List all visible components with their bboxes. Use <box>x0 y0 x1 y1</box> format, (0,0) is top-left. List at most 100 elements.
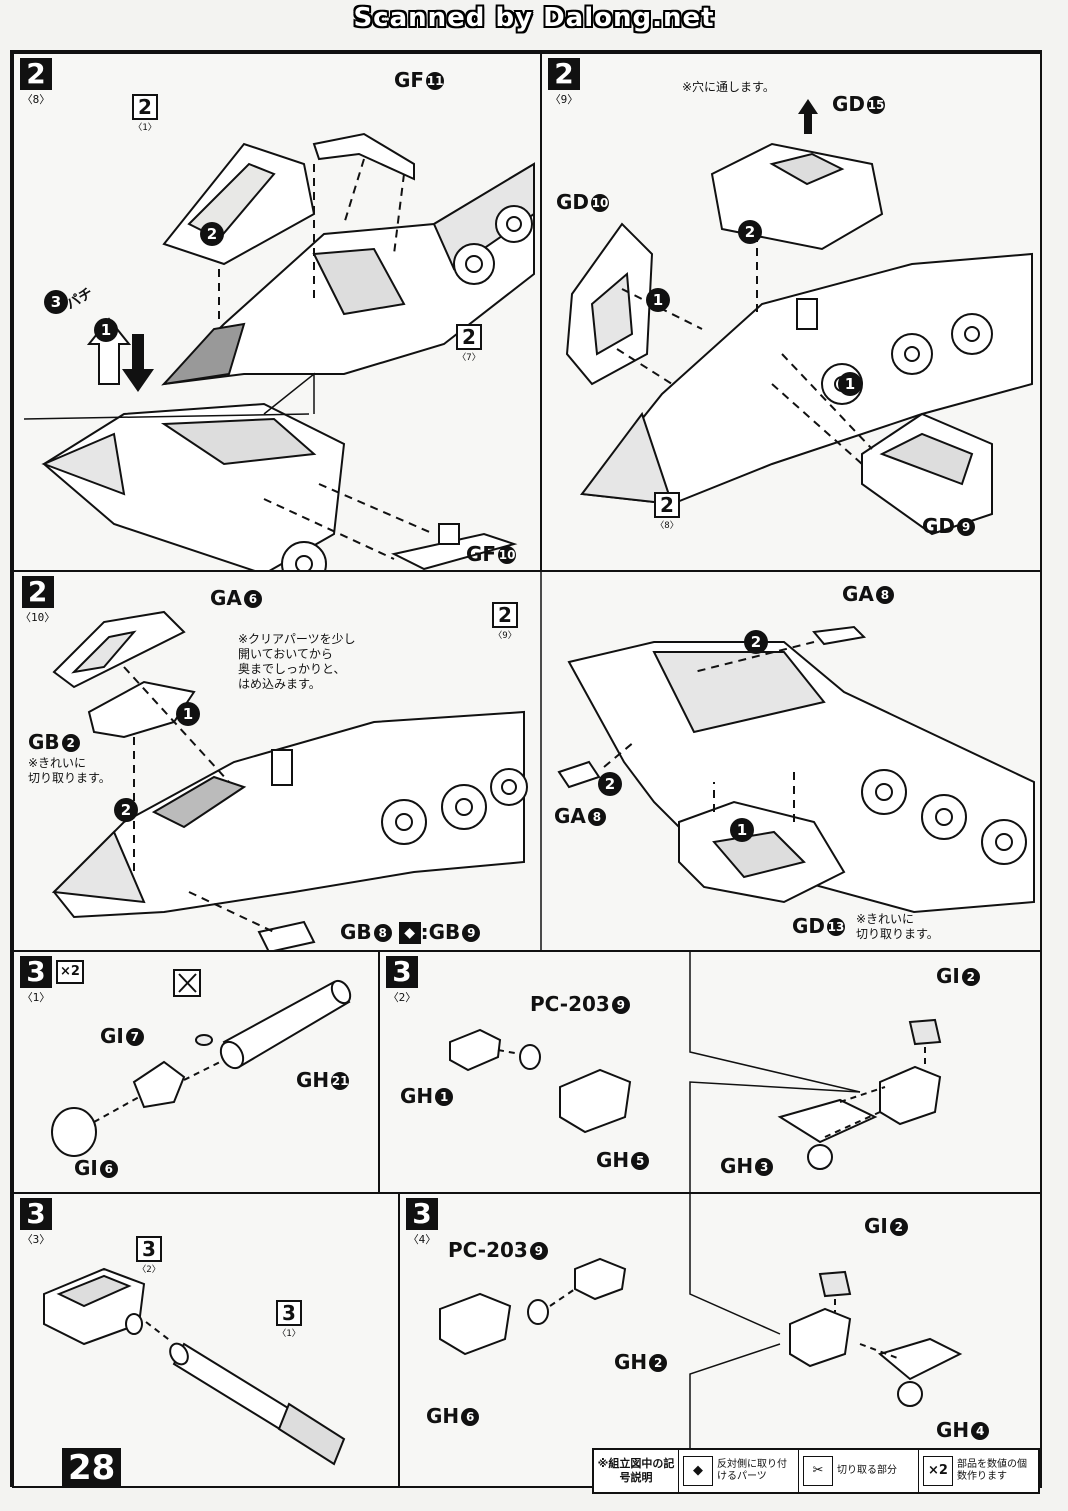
ref-step-3-1: 3 〈1〉 <box>276 1300 302 1339</box>
ref-sub: 〈1〉 <box>277 1329 301 1339</box>
assembly-illustration <box>23 132 535 570</box>
ref-num: 2 <box>492 602 518 628</box>
step-number: 3 <box>20 956 52 988</box>
step-2-9-panel: 2 〈9〉 <box>540 52 1042 572</box>
scissors-icon: ✂ <box>803 1456 833 1486</box>
step-2-10-panel: 2 〈10〉 <box>12 570 1042 952</box>
order-marker-1b: 1 <box>838 372 862 396</box>
ref-step-2-9: 2 〈9〉 <box>492 602 518 641</box>
quantity-icon: ×2 <box>923 1456 953 1486</box>
ref-num: 2 <box>654 492 680 518</box>
ref-sub: 〈1〉 <box>133 123 157 133</box>
mirror-part-icon: ◆ <box>683 1456 713 1486</box>
step-2-8-panel: 2 〈8〉 <box>12 52 542 572</box>
symbol-legend: ※組立図中の記号説明 ◆ 反対側に取り付けるパーツ ✂ 切り取る部分 ×2 部品… <box>592 1448 1040 1494</box>
step-sub: 〈3〉 <box>21 1233 51 1246</box>
order-marker-1a: 1 <box>646 288 670 312</box>
note-cut-cleanly-gd13: ※きれいに 切り取ります。 <box>856 912 939 941</box>
legend-text: 部品を数値の個数作ります <box>957 1459 1027 1482</box>
note-through-hole: ※穴に通します。 <box>682 80 775 94</box>
ref-sub: 〈7〉 <box>457 353 481 363</box>
order-marker-1b: 1 <box>730 818 754 842</box>
order-marker-2c: 2 <box>598 772 622 796</box>
order-marker-1: 1 <box>94 318 118 342</box>
scan-credit-banner: Scanned by Dalong.net <box>353 3 715 33</box>
legend-text: 反対側に取り付けるパーツ <box>717 1459 787 1482</box>
step-sub: 〈4〉 <box>407 1233 437 1246</box>
legend-text: 切り取る部分 <box>837 1465 897 1476</box>
order-marker-2: 2 <box>738 220 762 244</box>
step-badge: 2 〈9〉 <box>548 58 580 107</box>
step-badge: 3 〈2〉 <box>386 956 418 1005</box>
step-sub: 〈8〉 <box>21 93 51 106</box>
step-number: 3 <box>386 956 418 988</box>
note-cut-cleanly-gb2: ※きれいに 切り取ります。 <box>28 756 111 785</box>
ref-num: 2 <box>132 94 158 120</box>
step-sub: 〈10〉 <box>20 611 56 624</box>
order-marker-3: 3 <box>44 290 68 314</box>
mirror-part-icon: ◆ <box>398 922 421 944</box>
ref-sub: 〈8〉 <box>655 521 679 531</box>
legend-item-mirror: ◆ 反対側に取り付けるパーツ <box>679 1450 799 1492</box>
make-two-badge: ×2 <box>56 960 84 984</box>
ref-num: 3 <box>136 1236 162 1262</box>
step-badge: 2 〈10〉 <box>20 576 55 625</box>
assembly-illustration <box>43 1267 346 1466</box>
step-badge: 3 〈1〉 <box>20 956 52 1005</box>
step-3-3-panel: 3 〈3〉 3 〈2〉 3 〈1〉 <box>12 1192 400 1488</box>
step-sub: 〈1〉 <box>21 991 51 1004</box>
step-badge: 3 〈3〉 <box>20 1198 52 1247</box>
order-marker-2: 2 <box>114 798 138 822</box>
assembly-illustration <box>439 1194 963 1486</box>
step-3-2-panel: 3 〈2〉 PC- <box>378 950 1042 1194</box>
instruction-sheet: 2 〈8〉 <box>10 50 1042 1488</box>
page-number: 28 <box>62 1448 122 1488</box>
step-sub: 〈9〉 <box>549 93 579 106</box>
ref-num: 2 <box>456 324 482 350</box>
ref-num: 3 <box>276 1300 302 1326</box>
step-badge: 2 〈8〉 <box>20 58 52 107</box>
assembly-illustration <box>51 969 352 1157</box>
ref-sub: 〈2〉 <box>137 1265 161 1275</box>
legend-title: ※組立図中の記号説明 <box>594 1450 679 1492</box>
order-marker-2: 2 <box>200 222 224 246</box>
step-number: 3 <box>406 1198 438 1230</box>
step-sub: 〈2〉 <box>387 991 417 1004</box>
assembly-illustration <box>51 572 1035 950</box>
step-number: 2 <box>21 576 54 608</box>
ref-sub: 〈9〉 <box>493 631 517 641</box>
step-number: 2 <box>20 58 52 90</box>
assembly-illustration <box>449 952 942 1192</box>
note-clear-parts: ※クリアパーツを少し 開いておいてから 奥までしっかりと、 はめ込みます。 <box>238 632 356 691</box>
step-number: 2 <box>548 58 580 90</box>
assembly-illustration <box>565 99 1033 536</box>
order-marker-2b: 2 <box>744 630 768 654</box>
step-number: 3 <box>20 1198 52 1230</box>
order-marker-1: 1 <box>176 702 200 726</box>
